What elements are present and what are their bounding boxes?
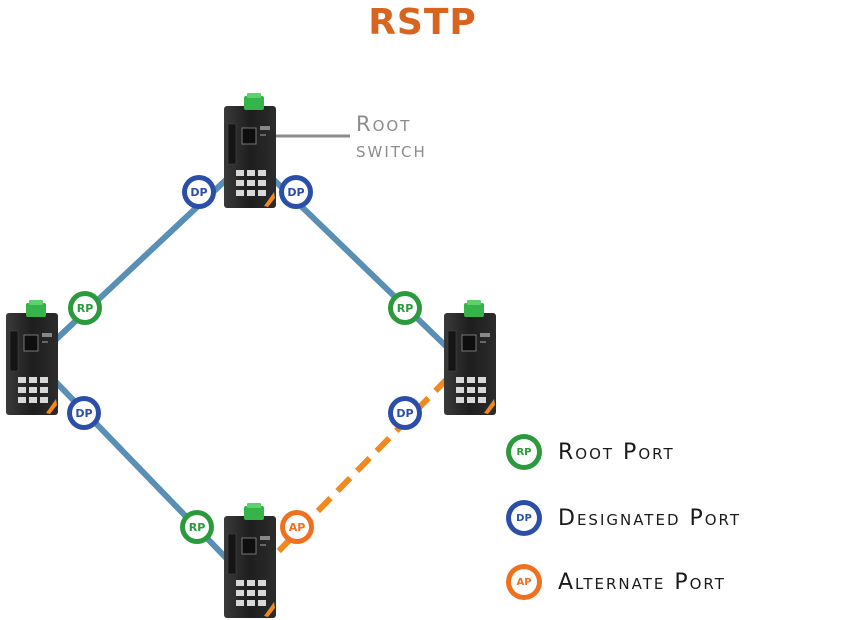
port-dp-root-left-label: DP bbox=[190, 186, 207, 199]
port-rp-right-label: RP bbox=[397, 302, 414, 315]
port-dp-left: DP bbox=[67, 396, 101, 430]
legend-label-alternate-port: Alternate Port bbox=[558, 569, 726, 595]
legend-badge-ap: AP bbox=[506, 564, 542, 600]
port-rp-bottom-label: RP bbox=[189, 521, 206, 534]
port-badges: DP DP RP RP DP DP RP AP bbox=[67, 175, 422, 544]
legend-label-root-port: Root Port bbox=[558, 439, 675, 465]
legend-badge-rp-label: RP bbox=[511, 439, 537, 465]
root-switch-label: Root switch bbox=[356, 111, 427, 163]
legend-badge-dp: DP bbox=[506, 500, 542, 536]
legend-label-designated-port: Designated Port bbox=[558, 505, 742, 531]
switch-root bbox=[223, 92, 277, 209]
switch-bottom bbox=[223, 502, 277, 619]
root-switch-label-line2: switch bbox=[356, 138, 427, 162]
port-rp-left: RP bbox=[68, 291, 102, 325]
port-dp-root-left: DP bbox=[182, 175, 216, 209]
legend-badge-ap-label: AP bbox=[511, 569, 537, 595]
legend-badge-dp-label: DP bbox=[511, 505, 537, 531]
port-dp-root-right: DP bbox=[279, 175, 313, 209]
legend-item-designated-port: DP Designated Port bbox=[506, 498, 741, 538]
port-dp-right: DP bbox=[388, 396, 422, 430]
port-ap-bottom-label: AP bbox=[289, 521, 306, 534]
switch-right bbox=[443, 299, 497, 416]
port-dp-root-right-label: DP bbox=[287, 186, 304, 199]
root-switch-label-line1: Root bbox=[356, 112, 412, 136]
port-dp-right-label: DP bbox=[396, 407, 413, 420]
port-rp-left-label: RP bbox=[77, 302, 94, 315]
port-ap-bottom: AP bbox=[280, 510, 314, 544]
port-rp-right: RP bbox=[388, 291, 422, 325]
page-title: RSTP bbox=[368, 2, 477, 43]
port-dp-left-label: DP bbox=[75, 407, 92, 420]
legend-item-alternate-port: AP Alternate Port bbox=[506, 562, 726, 602]
legend-item-root-port: RP Root Port bbox=[506, 432, 675, 472]
port-rp-bottom: RP bbox=[180, 510, 214, 544]
switch-left bbox=[5, 299, 59, 416]
legend-badge-rp: RP bbox=[506, 434, 542, 470]
